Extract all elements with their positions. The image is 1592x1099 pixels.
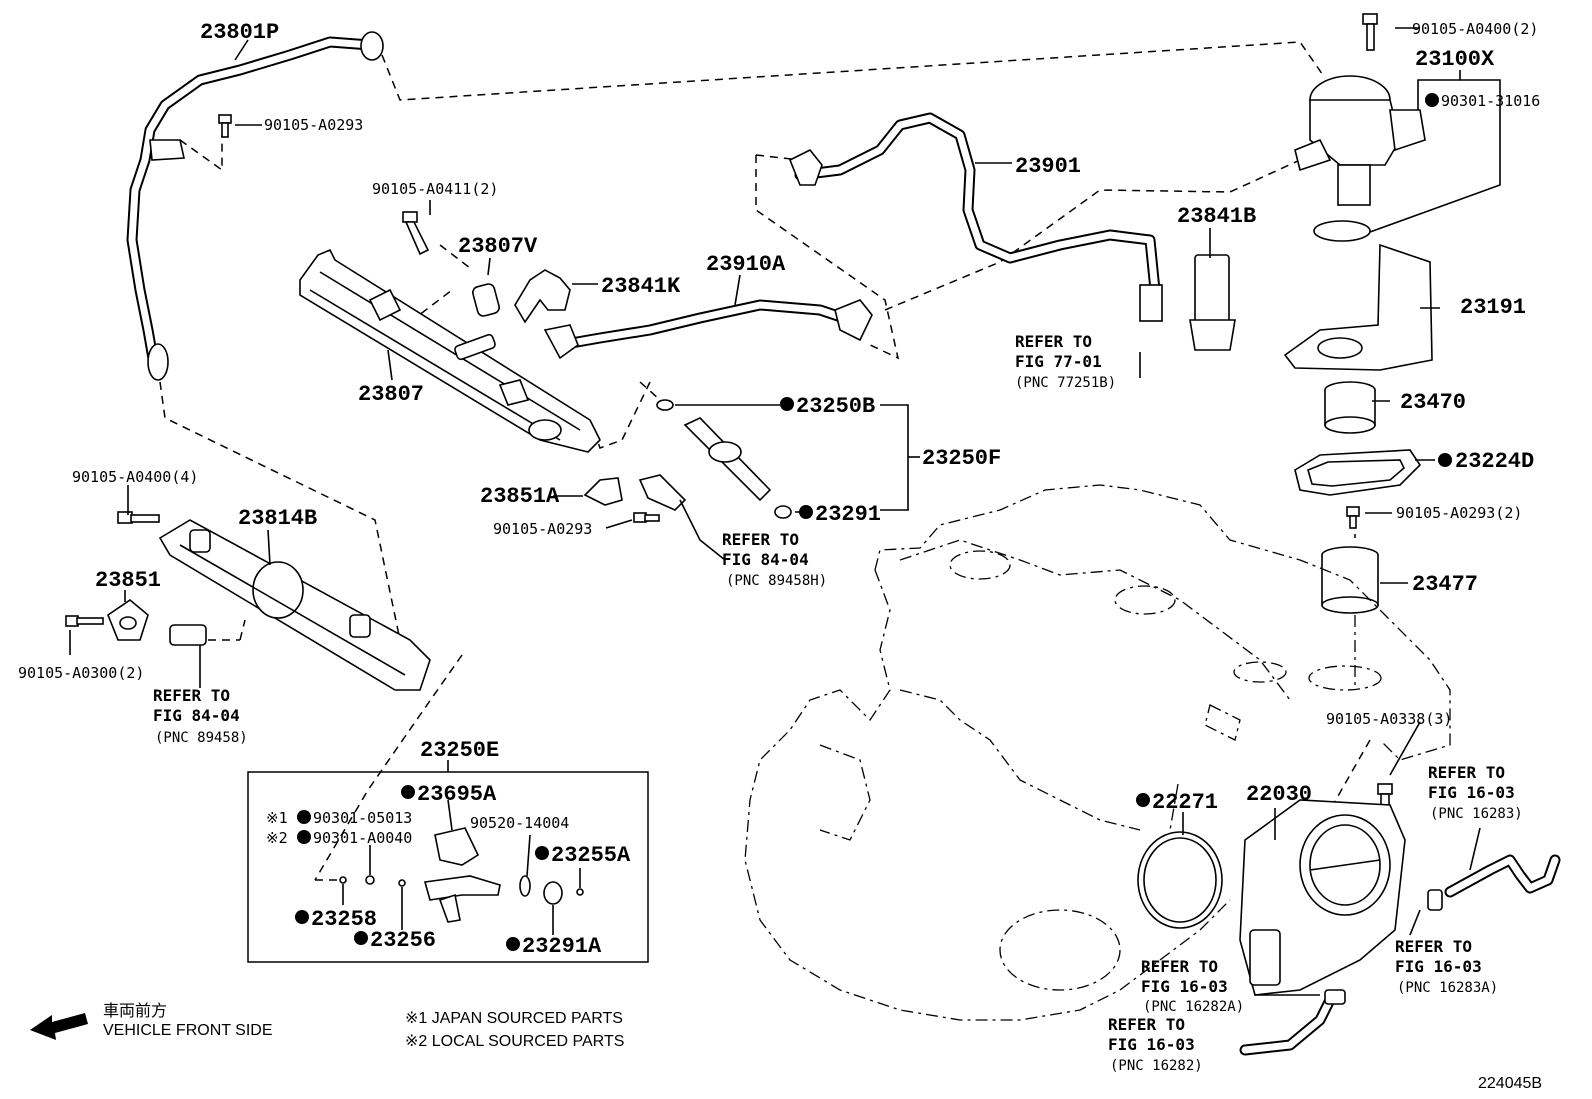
label-23100X: 23100X: [1415, 47, 1495, 72]
refer-84b-pnc: (PNC 89458): [155, 730, 248, 746]
label-90105-A0400-4: 90105-A0400(4): [72, 468, 198, 486]
label-90301-A0040: 90301-A0040: [313, 829, 412, 847]
refer-16282-line2: FIG 16-03: [1108, 1035, 1195, 1054]
lifter-23470: [1324, 381, 1376, 434]
refer-16283A-line2: FIG 16-03: [1395, 957, 1482, 976]
vehicle-front-arrow-icon: [30, 1013, 88, 1040]
label-22271: 22271: [1152, 790, 1218, 815]
label-23807V: 23807V: [458, 234, 538, 259]
label-90301-05013: 90301-05013: [313, 809, 412, 827]
hoses-right: [1239, 854, 1561, 1056]
injector-23250F: [656, 399, 792, 519]
label-90105-A0338: 90105-A0338(3): [1326, 710, 1452, 728]
diagram-id: 224045B: [1478, 1075, 1542, 1092]
note-japan-sourced: ※1 JAPAN SOURCED PARTS: [405, 1010, 623, 1027]
label-23901: 23901: [1015, 154, 1081, 179]
label-23250E: 23250E: [420, 738, 499, 763]
part-leaders: [69, 27, 1501, 996]
hose-23910A: [543, 299, 873, 360]
label-23191: 23191: [1460, 295, 1526, 320]
bullet-markers: [295, 93, 1452, 951]
label-90301-31016: 90301-31016: [1441, 92, 1540, 110]
label-23477: 23477: [1412, 572, 1478, 597]
label-90105-A0293-top: 90105-A0293: [264, 116, 363, 134]
sensor-left: [169, 624, 207, 685]
label-23841B: 23841B: [1177, 204, 1256, 229]
delivery-pipe-23814B: [158, 519, 431, 691]
label-23841K: 23841K: [601, 274, 681, 299]
engine-block: [744, 484, 1451, 1021]
label-23470: 23470: [1400, 390, 1466, 415]
refer-77-pnc: (PNC 77251B): [1015, 375, 1116, 391]
label-23695A: 23695A: [417, 782, 497, 807]
label-22030: 22030: [1246, 782, 1312, 807]
note-local-sourced: ※2 LOCAL SOURCED PARTS: [405, 1033, 624, 1050]
label-23255A: 23255A: [551, 843, 631, 868]
label-23814B: 23814B: [238, 506, 317, 531]
clip-23841B: [1189, 254, 1236, 351]
legend: 車両前方 VEHICLE FRONT SIDE ※1 JAPAN SOURCED…: [103, 1002, 1542, 1092]
cylinder-23477: [1321, 546, 1379, 614]
refer-16282A-pnc: (PNC 16282A): [1143, 999, 1244, 1015]
label-23250F: 23250F: [922, 446, 1001, 471]
refer-16282-line1: REFER TO: [1108, 1015, 1185, 1034]
pump-23100X: [1294, 75, 1426, 242]
label-23801P: 23801P: [200, 20, 279, 45]
bracket-23191: [1283, 243, 1433, 371]
label-90520-14004: 90520-14004: [470, 814, 569, 832]
refer-77-line1: REFER TO: [1015, 332, 1092, 351]
refer-16283-line2: FIG 16-03: [1428, 783, 1515, 802]
vehicle-front-en: VEHICLE FRONT SIDE: [103, 1022, 273, 1039]
refer-16283-line1: REFER TO: [1428, 763, 1505, 782]
refer-16283A-line1: REFER TO: [1395, 937, 1472, 956]
vehicle-front-jp: 車両前方: [103, 1002, 167, 1020]
gasket-23224D: [1294, 449, 1422, 496]
label-23256: 23256: [370, 928, 436, 953]
refer-84a-pnc: (PNC 89458H): [726, 573, 827, 589]
refer-blocks: REFER TO FIG 77-01 (PNC 77251B) REFER TO…: [153, 332, 1523, 1074]
refer-84b-line2: FIG 84-04: [153, 706, 240, 725]
label-23807: 23807: [358, 382, 424, 407]
hose-23901: [788, 112, 1163, 322]
part-labels: 23801P 90105-A0293 90105-A0411(2) 23807V…: [18, 20, 1540, 959]
label-23224D: 23224D: [1455, 449, 1534, 474]
gasket-22271: [1137, 831, 1223, 929]
sensor-group-23851A: [583, 474, 687, 511]
label-23291: 23291: [815, 502, 881, 527]
clip-23841K: [514, 269, 571, 324]
fuel-rail-23807: [299, 248, 601, 453]
label-90105-A0300: 90105-A0300(2): [18, 664, 144, 682]
label-23851: 23851: [95, 568, 161, 593]
throttle-body-22030: [1239, 799, 1406, 996]
fuel-pipe-23801P: [126, 31, 384, 381]
refer-84a-line1: REFER TO: [722, 530, 799, 549]
injector-kit-box: [247, 760, 649, 963]
pad-23851: [107, 598, 149, 641]
bolt-icons: [65, 13, 1393, 809]
note-marker-1: ※1: [266, 809, 288, 827]
refer-84b-line1: REFER TO: [153, 686, 230, 705]
label-90105-A0293-mid: 90105-A0293: [493, 520, 592, 538]
label-90105-A0400-2: 90105-A0400(2): [1412, 20, 1538, 38]
label-23910A: 23910A: [706, 252, 786, 277]
label-90105-A0411: 90105-A0411(2): [372, 180, 498, 198]
refer-16282-pnc: (PNC 16282): [1110, 1058, 1203, 1074]
refer-84a-line2: FIG 84-04: [722, 550, 809, 569]
refer-16283-pnc: (PNC 16283): [1430, 806, 1523, 822]
refer-16282A-line1: REFER TO: [1141, 957, 1218, 976]
label-23250B: 23250B: [796, 394, 875, 419]
label-23851A: 23851A: [480, 484, 560, 509]
label-90105-A0293-2: 90105-A0293(2): [1396, 504, 1522, 522]
label-23291A: 23291A: [522, 934, 602, 959]
refer-16282A-line2: FIG 16-03: [1141, 977, 1228, 996]
label-23258: 23258: [311, 907, 377, 932]
refer-16283A-pnc: (PNC 16283A): [1397, 980, 1498, 996]
note-marker-2: ※2: [266, 829, 288, 847]
refer-77-line2: FIG 77-01: [1015, 352, 1102, 371]
